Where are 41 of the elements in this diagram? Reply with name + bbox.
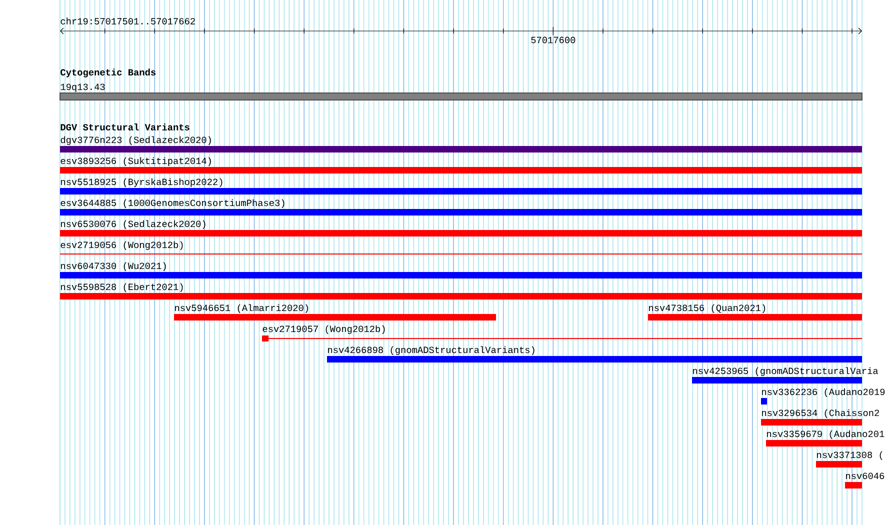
node-label: nsv3296534 (Chaisson2 [762, 409, 879, 418]
node-label: nsv3362236 (Audano2019 [762, 388, 885, 397]
variant-bar: dgv3776n223 (Sedlazeck2020) [60, 136, 862, 152]
track-heading: DGV Structural Variants [60, 124, 190, 130]
variant-bar: nsv3296534 (Chaisson2 [761, 409, 879, 426]
variant-bar: esv3644885 (1000GenomesConsortiumPhase3) [60, 199, 862, 216]
variant-bar: nsv4253965 (gnomADStructuralVaria [692, 367, 878, 384]
chromosome-band: 19q13.43 [60, 84, 862, 100]
variant-bar: nsv4266898 (gnomADStructuralVariants) [327, 346, 862, 362]
node-label: nsv5946651 (Almarri2020) [175, 304, 308, 313]
variant-line: esv2719056 (Wong2012b) [60, 241, 862, 254]
node-label: nsv6046 [846, 472, 884, 480]
node-label: dgv3776n223 (Sedlazeck2020) [60, 136, 211, 145]
variant-bar: esv2719057 (Wong2012b) [262, 325, 862, 342]
variant-bar: nsv5598528 (Ebert2021) [60, 283, 862, 300]
variant-bar: nsv3371308 ( [816, 451, 882, 468]
node-label: 19q13.43 [60, 84, 105, 92]
node-label: nsv6047330 (Wu2021) [61, 262, 166, 271]
scale-label: 57017600 [531, 36, 576, 44]
variant-bar: nsv5518925 (ByrskaBishop2022) [60, 178, 862, 194]
node-label: esv3644885 (1000GenomesConsortiumPhase3) [60, 199, 284, 208]
location-label: chr19:57017501..57017662 [60, 18, 195, 24]
node-label: nsv5598528 (Ebert2021) [61, 283, 183, 292]
node-label: nsv4253965 (gnomADStructuralVaria [693, 367, 878, 376]
variant-bar: nsv3362236 (Audano2019 [761, 388, 885, 404]
variant-bar: nsv3359679 (Audano201 [766, 430, 884, 446]
node-label: nsv4266898 (gnomADStructuralVariants) [328, 346, 534, 355]
variant-bar: nsv6530076 (Sedlazeck2020) [60, 220, 862, 236]
variant-bar: nsv4738156 (Quan2021) [648, 304, 862, 320]
node-label: nsv6530076 (Sedlazeck2020) [61, 220, 206, 229]
node-label: nsv3371308 ( [817, 451, 882, 460]
node-label: nsv5518925 (ByrskaBishop2022) [61, 178, 222, 187]
track-heading: Cytogenetic Bands [60, 68, 156, 78]
node-label: esv2719057 (Wong2012b) [262, 325, 385, 334]
node-label: nsv3359679 (Audano201 [767, 430, 884, 439]
variant-bar: nsv5946651 (Almarri2020) [174, 304, 496, 320]
node-label: nsv4738156 (Quan2021) [649, 304, 766, 313]
variant-bar: nsv6047330 (Wu2021) [60, 262, 862, 278]
variant-bar: esv3893256 (Suktitipat2014) [60, 157, 862, 174]
node-label: esv3893256 (Suktitipat2014) [60, 157, 211, 166]
variant-bar: nsv6046 [845, 472, 884, 488]
